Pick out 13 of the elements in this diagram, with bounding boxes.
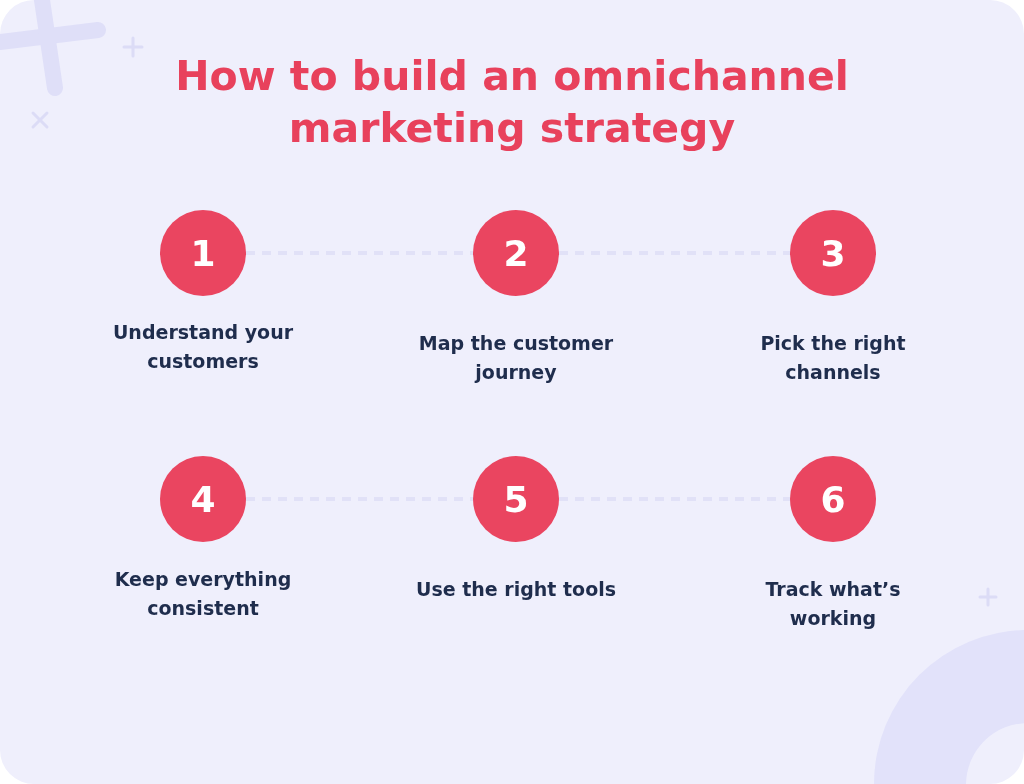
- step-caption: Map the customer journey: [417, 331, 615, 385]
- step-number-circle: 4: [160, 456, 246, 542]
- step-caption: Use the right tools: [414, 577, 618, 602]
- step-caption: Keep everything consistent: [113, 567, 293, 621]
- step-number-circle: 1: [160, 210, 246, 296]
- step-number-circle: 6: [790, 456, 876, 542]
- step-number-circle: 3: [790, 210, 876, 296]
- step-caption: Track what’s working: [764, 577, 902, 631]
- step-caption: Pick the right channels: [759, 331, 907, 385]
- title: How to build an omnichannel marketing strategy: [174, 51, 850, 154]
- step-number-circle: 5: [473, 456, 559, 542]
- step-number-circle: 2: [473, 210, 559, 296]
- step-caption: Understand your customers: [111, 320, 295, 374]
